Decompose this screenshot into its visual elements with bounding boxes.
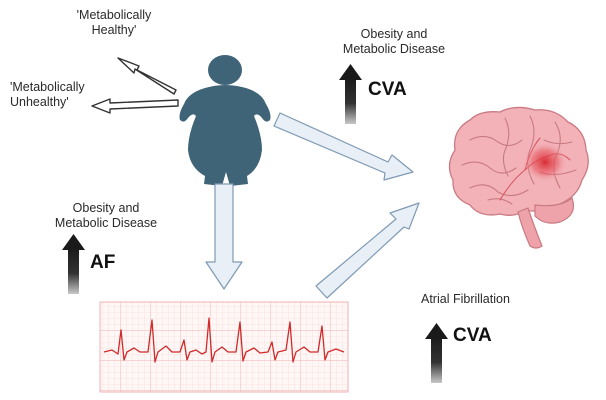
arrow-ecg-to-brain (315, 202, 420, 299)
label-obesity-top-line2: Metabolic Disease (342, 42, 446, 56)
label-obesity-left-line1: Obesity and (72, 201, 140, 215)
up-arrow-cva-top (339, 64, 362, 124)
arrow-person-to-ecg (205, 183, 243, 290)
label-cva-top: CVA (368, 79, 407, 100)
label-metabolically-unhealthy: 'Metabolically Unhealthy' (10, 80, 85, 110)
arrow-to-healthy (117, 57, 177, 95)
label-obesity-top-line1: Obesity and (360, 27, 428, 41)
arrow-person-to-brain (273, 112, 414, 181)
ecg-trace-icon (99, 301, 349, 393)
label-metabolically-healthy-line2: Healthy' (91, 23, 137, 37)
label-cva-bottom: CVA (453, 325, 492, 346)
label-af: AF (90, 252, 116, 273)
label-atrial-fibrillation: Atrial Fibrillation (421, 292, 510, 306)
person-obese-icon (179, 55, 271, 186)
label-obesity-top: Obesity and Metabolic Disease (326, 27, 462, 57)
label-metabolically-healthy-line1: 'Metabolically (76, 8, 152, 22)
label-metabolically-unhealthy-line1: 'Metabolically (10, 80, 85, 94)
label-metabolically-unhealthy-line2: Unhealthy' (10, 95, 69, 109)
up-arrow-cva-bottom (425, 323, 448, 383)
arrow-to-unhealthy (91, 98, 179, 114)
label-obesity-left: Obesity and Metabolic Disease (38, 201, 174, 231)
brain-icon (448, 106, 589, 249)
label-obesity-left-line2: Metabolic Disease (54, 216, 158, 230)
up-arrow-af (62, 234, 85, 294)
label-metabolically-healthy: 'Metabolically Healthy' (62, 8, 166, 38)
